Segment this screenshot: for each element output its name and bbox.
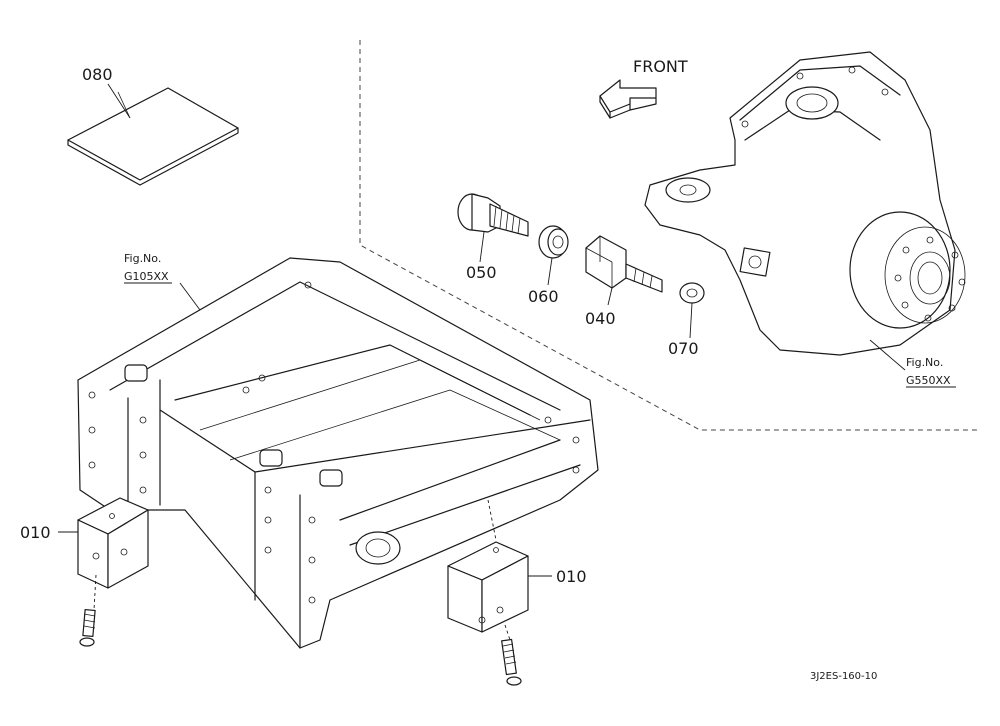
part-080-sheet	[67, 87, 239, 186]
front-axle-bracket	[77, 257, 599, 649]
fig-ref-title-right: Fig.No.	[906, 356, 943, 369]
fig-ref-code-left: G105XX	[124, 270, 169, 283]
front-arrow-icon	[599, 79, 657, 119]
inset-boundary	[359, 40, 980, 431]
part-label-010-right: 010	[556, 567, 587, 586]
part-label-070: 070	[668, 339, 699, 358]
leader-lines	[58, 83, 906, 577]
part-070-washer	[679, 282, 705, 304]
fig-ref-title-left: Fig.No.	[124, 252, 161, 265]
part-label-010-left: 010	[20, 523, 51, 542]
part-050-bolt	[457, 193, 529, 237]
part-label-060: 060	[528, 287, 559, 306]
part-060-nut	[538, 225, 569, 259]
part-010-block-left	[77, 497, 149, 647]
front-label: FRONT	[633, 57, 688, 76]
knuckle-housing	[644, 51, 966, 356]
part-label-050: 050	[466, 263, 497, 282]
diagram-code: 3J2ES-160-10	[810, 671, 877, 682]
part-040-stud	[585, 235, 663, 293]
fig-ref-code-right: G550XX	[906, 374, 951, 387]
part-label-040: 040	[585, 309, 616, 328]
part-010-block-right	[447, 499, 529, 686]
part-label-080: 080	[82, 65, 113, 84]
